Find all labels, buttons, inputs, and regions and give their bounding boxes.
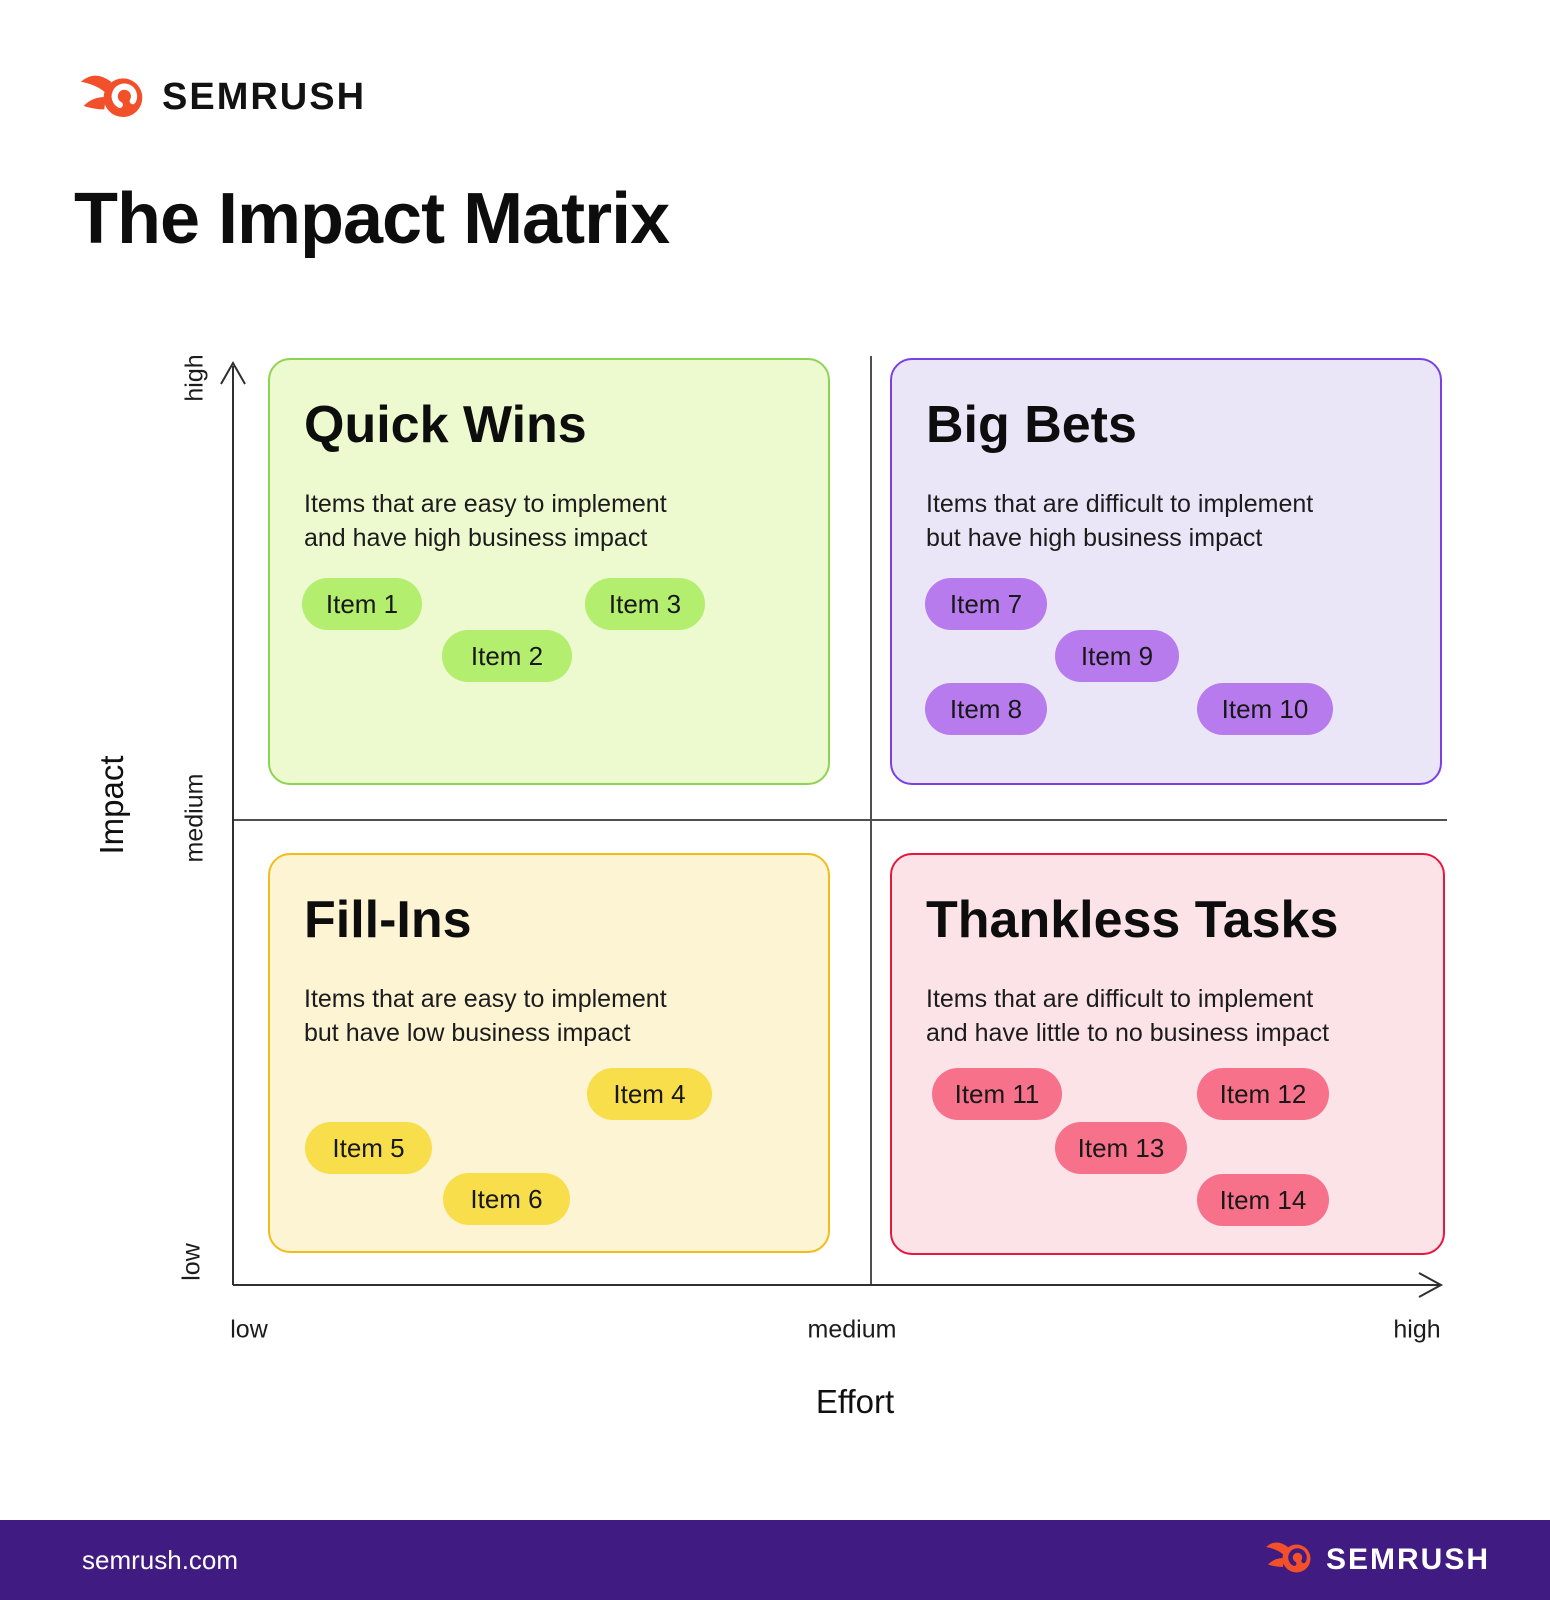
quadrant-quick-wins: Quick Wins Items that are easy to implem… [268,358,830,785]
quadrant-description: Items that are easy to implement and hav… [304,489,667,553]
item-pill: Item 4 [587,1068,712,1120]
item-pill: Item 7 [925,578,1047,630]
x-axis-tick-high: high [1393,1315,1441,1344]
y-axis-title: Impact [93,755,130,855]
item-pill: Item 3 [585,578,705,630]
item-pill: Item 9 [1055,630,1179,682]
y-axis-tick-medium: medium [180,773,209,863]
item-pill: Item 11 [932,1068,1062,1120]
footer-semrush-logo: SEMRUSH [1264,1537,1490,1584]
brand-wordmark: SEMRUSH [162,75,367,118]
semrush-logo: SEMRUSH [78,68,366,126]
item-pill: Item 2 [442,630,572,682]
y-axis-tick-high: high [180,354,209,402]
item-pill: Item 5 [305,1122,432,1174]
x-axis-tick-low: low [230,1315,268,1344]
quadrant-title: Thankless Tasks [926,891,1339,949]
item-pill: Item 10 [1197,683,1333,735]
semrush-flame-icon [1264,1537,1316,1584]
quadrant-thankless-tasks: Thankless Tasks Items that are difficult… [890,853,1445,1255]
item-pill: Item 8 [925,683,1047,735]
quadrant-description: Items that are easy to implement but hav… [304,984,667,1048]
x-axis-tick-medium: medium [807,1315,897,1344]
quadrant-title: Quick Wins [304,396,587,454]
y-axis-tick-low: low [177,1243,206,1281]
item-pill: Item 6 [443,1173,570,1225]
x-axis-title: Effort [815,1383,895,1420]
footer-site-url: semrush.com [82,1544,239,1575]
quadrant-title: Big Bets [926,396,1137,454]
item-pill: Item 12 [1197,1068,1329,1120]
quadrant-title: Fill-Ins [304,891,472,949]
quadrant-description: Items that are difficult to implement an… [926,984,1330,1048]
footer-brand-wordmark: SEMRUSH [1325,1543,1490,1576]
quadrant-description: Items that are difficult to implement bu… [926,489,1314,553]
page-title: The Impact Matrix [74,179,670,259]
semrush-flame-icon [78,68,150,126]
item-pill: Item 14 [1197,1174,1329,1226]
footer-bar: semrush.com SEMRUSH [0,1520,1550,1600]
item-pill: Item 1 [302,578,422,630]
item-pill: Item 13 [1055,1122,1187,1174]
